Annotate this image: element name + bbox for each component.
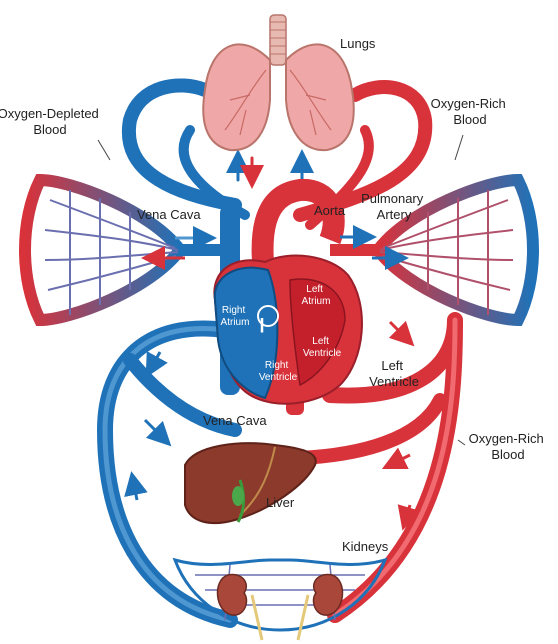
label-aorta: Aorta [314, 203, 346, 218]
label-left-ventricle-outer: Left Ventricle [369, 358, 419, 389]
label-oxygen-depleted-blood: Oxygen-Depleted Blood [0, 106, 102, 137]
label-kidneys: Kidneys [342, 539, 389, 554]
label-vena-cava-lower: Vena Cava [203, 413, 267, 428]
label-oxygen-rich-blood-side: Oxygen-Rich Blood [469, 431, 548, 462]
label-vena-cava-upper: Vena Cava [137, 207, 201, 222]
label-oxygen-rich-blood-top: Oxygen-Rich Blood [431, 96, 510, 127]
label-right-atrium: Right Atrium [221, 305, 250, 328]
label-lungs: Lungs [340, 36, 376, 51]
label-liver: Liver [266, 495, 295, 510]
lungs-icon [203, 15, 353, 150]
liver-icon [185, 443, 316, 523]
